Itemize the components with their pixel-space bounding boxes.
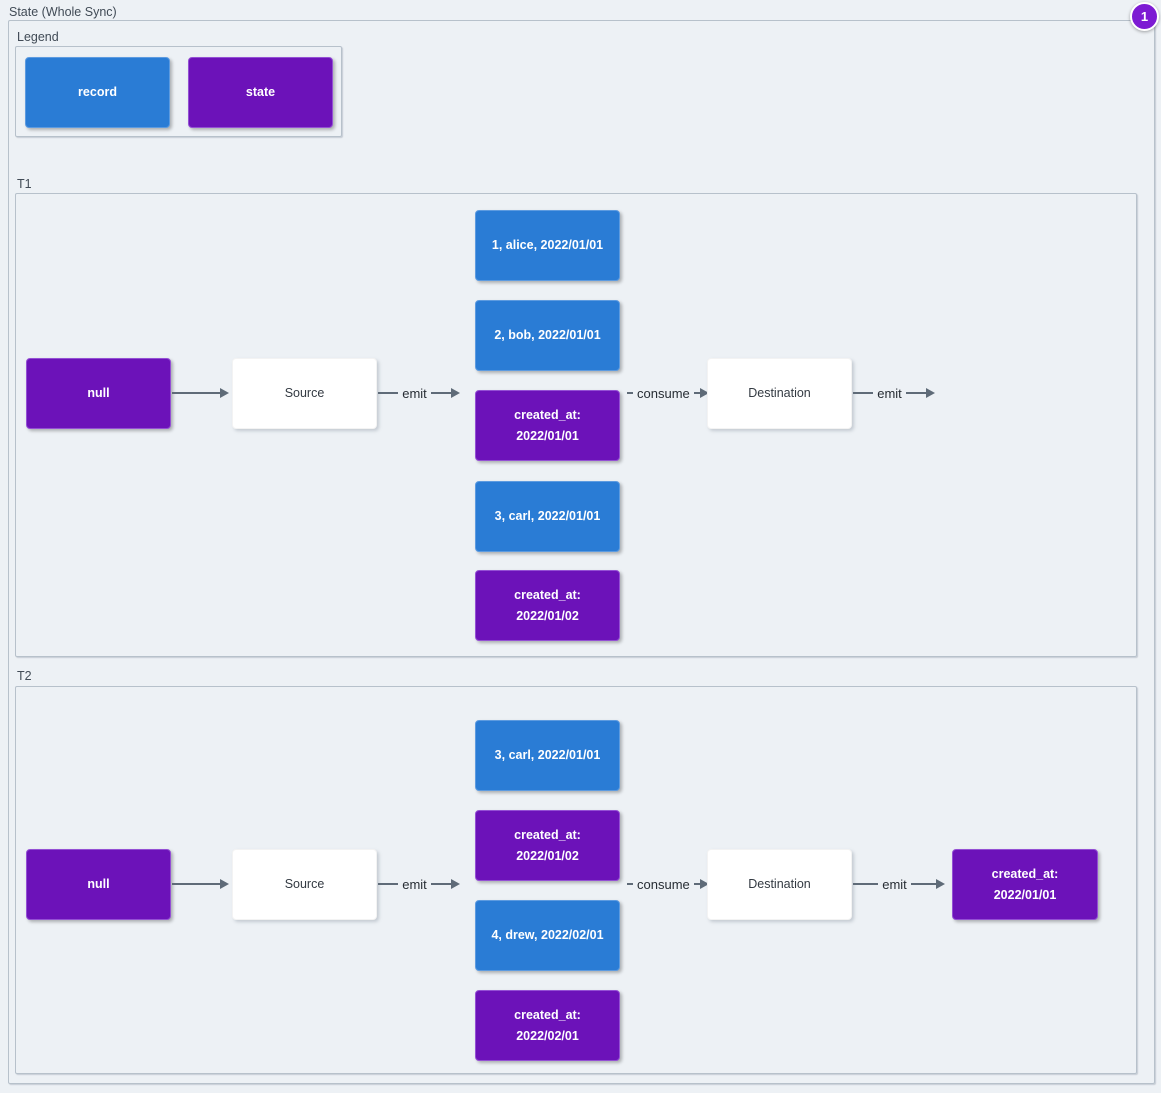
edge-line — [910, 883, 936, 885]
arrowhead-icon — [699, 388, 709, 398]
legend-state-node: state — [188, 57, 333, 128]
t2-source-node: Source — [232, 849, 377, 920]
arrowhead-icon — [699, 879, 709, 889]
outer-container — [8, 20, 1155, 1084]
edge-line — [693, 392, 700, 394]
edge-label: consume — [637, 876, 690, 892]
edge-line — [430, 392, 451, 394]
t2-edge-null-source — [172, 876, 229, 892]
edge-label: emit — [877, 385, 902, 401]
t1-source-node: Source — [232, 358, 377, 429]
t1-container — [15, 193, 1137, 657]
edge-label: emit — [402, 876, 427, 892]
edge-line — [172, 392, 220, 394]
t2-label: T2 — [17, 669, 32, 683]
t1-stream-node: 2, bob, 2022/01/01 — [475, 300, 620, 371]
t1-stream-node: created_at: 2022/01/01 — [475, 390, 620, 461]
edge-line — [627, 883, 633, 885]
t2-stream-node: created_at: 2022/02/01 — [475, 990, 620, 1061]
edge-line — [378, 883, 399, 885]
arrowhead-icon — [451, 388, 460, 398]
t1-edge-emit-in: emit — [378, 385, 460, 401]
step-badge: 1 — [1130, 2, 1159, 31]
t2-edge-consume: consume — [627, 876, 709, 892]
t2-destination-node: Destination — [707, 849, 852, 920]
t1-stream-node: 1, alice, 2022/01/01 — [475, 210, 620, 281]
t2-output-state-node: created_at: 2022/01/01 — [952, 849, 1098, 920]
t2-null-node: null — [26, 849, 171, 920]
t1-destination-node: Destination — [707, 358, 852, 429]
arrowhead-icon — [926, 388, 935, 398]
t1-null-node: null — [26, 358, 171, 429]
t2-stream-node: created_at: 2022/01/02 — [475, 810, 620, 881]
edge-line — [853, 392, 874, 394]
t1-edge-null-source — [172, 385, 229, 401]
t2-stream-node: 3, carl, 2022/01/01 — [475, 720, 620, 791]
arrowhead-icon — [936, 879, 945, 889]
edge-line — [172, 883, 220, 885]
edge-label: consume — [637, 385, 690, 401]
edge-line — [378, 392, 399, 394]
t1-edge-consume: consume — [627, 385, 709, 401]
t2-stream-node: 4, drew, 2022/02/01 — [475, 900, 620, 971]
legend-label: Legend — [17, 30, 59, 44]
arrowhead-icon — [451, 879, 460, 889]
edge-label: emit — [402, 385, 427, 401]
t2-container — [15, 686, 1137, 1074]
legend-record-node: record — [25, 57, 170, 128]
arrowhead-icon — [220, 388, 229, 398]
edge-line — [430, 883, 451, 885]
edge-line — [905, 392, 926, 394]
t2-edge-emit-out: emit — [853, 876, 945, 892]
step-badge-label: 1 — [1140, 9, 1149, 24]
edge-line — [627, 392, 633, 394]
edge-label: emit — [882, 876, 907, 892]
diagram-title: State (Whole Sync) — [9, 5, 117, 19]
t2-edge-emit-in: emit — [378, 876, 460, 892]
edge-line — [853, 883, 879, 885]
legend-container — [15, 46, 342, 137]
edge-line — [693, 883, 700, 885]
arrowhead-icon — [220, 879, 229, 889]
t1-label: T1 — [17, 177, 32, 191]
t1-stream-node: created_at: 2022/01/02 — [475, 570, 620, 641]
t1-edge-emit-out: emit — [853, 385, 935, 401]
t1-stream-node: 3, carl, 2022/01/01 — [475, 481, 620, 552]
